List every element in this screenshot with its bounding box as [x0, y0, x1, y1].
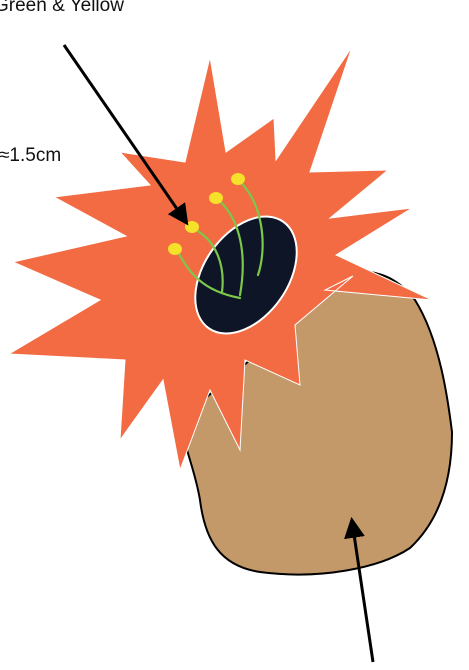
flower-diagram: [0, 0, 469, 670]
